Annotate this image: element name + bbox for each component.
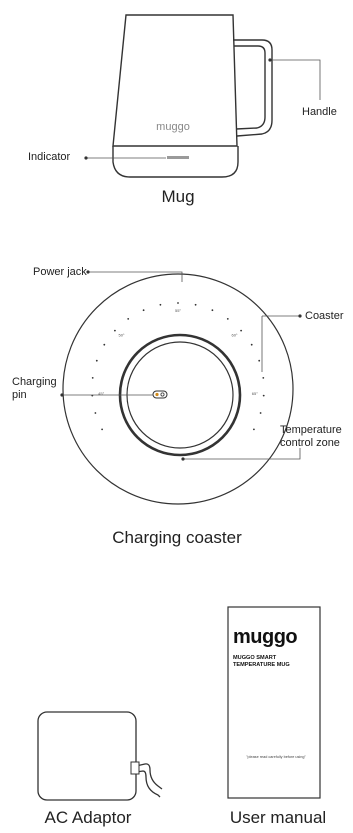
charging-pin-icon	[152, 390, 168, 399]
temperature-dot	[240, 329, 243, 332]
temperature-mark-label: 65°	[252, 391, 258, 396]
charging-pin-label: Charging pin	[12, 376, 57, 401]
temperature-control-dots: 45° 50° 55° 60° 65°	[91, 302, 265, 431]
temperature-dot	[159, 303, 162, 306]
temperature-dot	[95, 359, 98, 362]
temperature-dot	[91, 377, 94, 379]
temperature-dot	[114, 329, 116, 332]
temperature-dot	[259, 412, 262, 414]
mug-body	[112, 14, 238, 147]
power-jack-leader	[88, 271, 183, 282]
manual-subtitle: MUGGO SMART TEMPERATURE MUG	[233, 655, 290, 668]
mug-brand-logo: muggo	[156, 121, 190, 133]
manual-note: "please read carefully before using"	[246, 755, 306, 759]
temperature-zone-label: Temperature control zone	[280, 424, 342, 449]
mug-title: Mug	[161, 187, 195, 206]
manual-brand-logo: muggo	[233, 626, 298, 648]
handle-label: Handle	[302, 106, 337, 118]
coaster-outer-ring	[62, 273, 294, 505]
temperature-dot	[101, 428, 103, 431]
mug-handle-icon	[233, 39, 273, 137]
mug-indicator-light	[167, 156, 189, 159]
temperature-dot	[250, 343, 253, 346]
manual-title: User manual	[229, 808, 327, 827]
temperature-dot	[253, 428, 255, 431]
temperature-dot	[127, 318, 130, 320]
temperature-mark-label: 55°	[175, 308, 181, 313]
temperature-dot	[211, 309, 214, 312]
temperature-mark-label: 45°	[98, 391, 104, 396]
temperature-dot	[226, 318, 229, 320]
mug-illustration	[112, 14, 273, 178]
power-jack-label: Power jack	[33, 266, 87, 278]
adaptor-title: AC Adaptor	[44, 808, 132, 827]
temperature-dot	[258, 359, 261, 362]
coaster-title: Charging coaster	[112, 528, 242, 547]
temperature-mark-label: 50°	[118, 333, 124, 338]
temperature-dot	[142, 309, 145, 312]
temperature-dot	[103, 343, 106, 346]
handle-leader	[270, 59, 321, 100]
temperature-zone-leader	[183, 448, 301, 460]
temperature-dot	[94, 412, 97, 414]
user-manual-booklet	[227, 606, 321, 799]
mug-base	[112, 146, 239, 178]
temperature-dot	[194, 303, 197, 306]
temperature-dot	[262, 394, 265, 397]
indicator-label: Indicator	[28, 151, 71, 163]
ac-adaptor-illustration	[37, 711, 163, 801]
temperature-mark-label: 60°	[231, 333, 237, 338]
coaster-label: Coaster	[305, 310, 344, 322]
temperature-dot	[177, 302, 179, 304]
temperature-dot	[262, 377, 265, 379]
adaptor-cable	[135, 763, 163, 790]
